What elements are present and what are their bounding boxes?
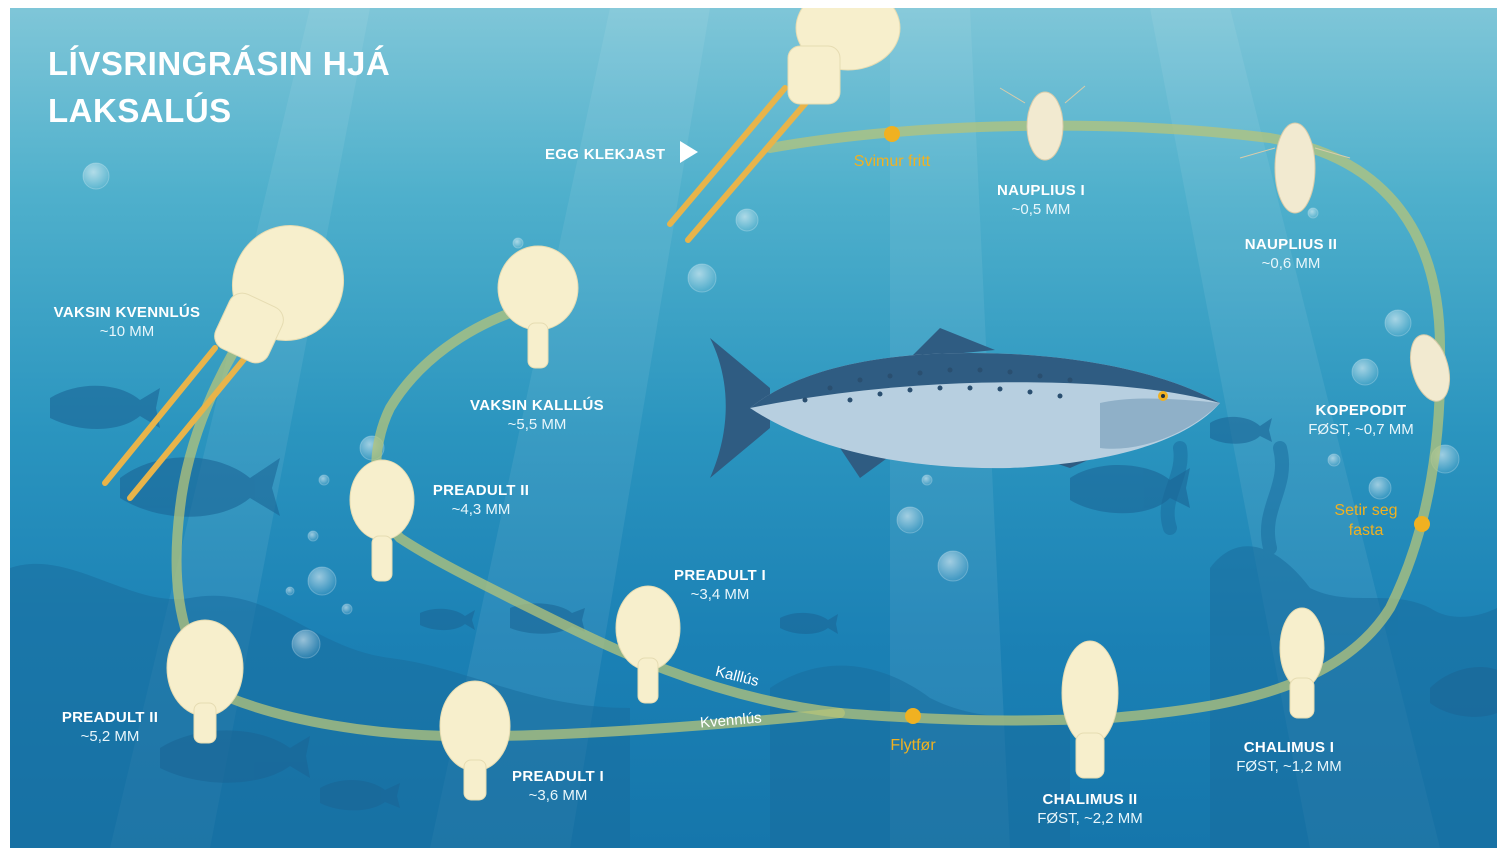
stage-label-preadult2-male: PREADULT II~4,3 MM xyxy=(433,482,529,518)
louse-chalimus2 xyxy=(1062,641,1118,778)
stage-label-preadult2-female: PREADULT II~5,2 MM xyxy=(62,709,158,745)
play-triangle-icon xyxy=(678,139,700,165)
louse-preadult1-male xyxy=(616,586,680,703)
stage-label-adult-female: VAKSIN KVENNLÚS~10 MM xyxy=(54,304,201,340)
stage-label-preadult1-male: PREADULT I~3,4 MM xyxy=(674,567,766,603)
salmon-fish xyxy=(710,328,1220,478)
note-swims-free: Svimur fritt xyxy=(854,152,930,172)
louse-preadult2-male xyxy=(350,460,414,581)
note-moves: Flytfør xyxy=(890,736,935,756)
louse-kopepodit xyxy=(1404,330,1456,405)
stage-label-adult-male: VAKSIN KALLLÚS~5,5 MM xyxy=(470,397,604,433)
stage-label-nauplius2: NAUPLIUS II~0,6 MM xyxy=(1245,236,1337,272)
top-adult-louse xyxy=(788,8,900,104)
egg-hatch-label: EGG KLEKJAST xyxy=(545,146,665,163)
stage-label-nauplius1: NAUPLIUS I~0,5 MM xyxy=(997,182,1085,218)
stage-label-preadult1-female: PREADULT I~3,6 MM xyxy=(512,768,604,804)
